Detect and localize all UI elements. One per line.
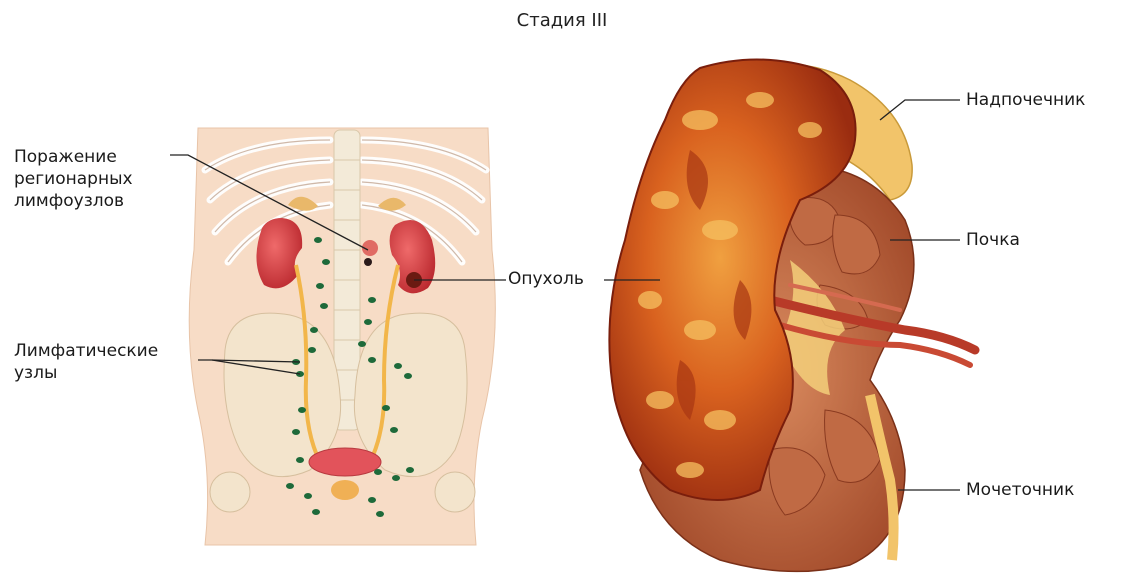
label-lymph-nodes: Лимфатические узлы	[14, 340, 158, 384]
torso-illustration	[189, 128, 495, 545]
label-adrenal: Надпочечник	[966, 89, 1085, 111]
label-lymph-nodes-line-2: узлы	[14, 362, 158, 384]
label-regional-nodes-line-2: регионарных	[14, 168, 133, 190]
label-regional-nodes-line-3: лимфоузлов	[14, 190, 133, 212]
kidney-illustration	[609, 59, 975, 571]
label-ureter: Мочеточник	[966, 479, 1074, 501]
label-kidney: Почка	[966, 229, 1020, 251]
left-kidney	[256, 218, 302, 288]
bladder	[309, 448, 381, 476]
label-regional-nodes: Поражение регионарных лимфоузлов	[14, 146, 133, 212]
label-regional-nodes-line-1: Поражение	[14, 146, 133, 168]
label-tumor: Опухоль	[508, 268, 584, 290]
label-lymph-nodes-line-1: Лимфатические	[14, 340, 158, 362]
